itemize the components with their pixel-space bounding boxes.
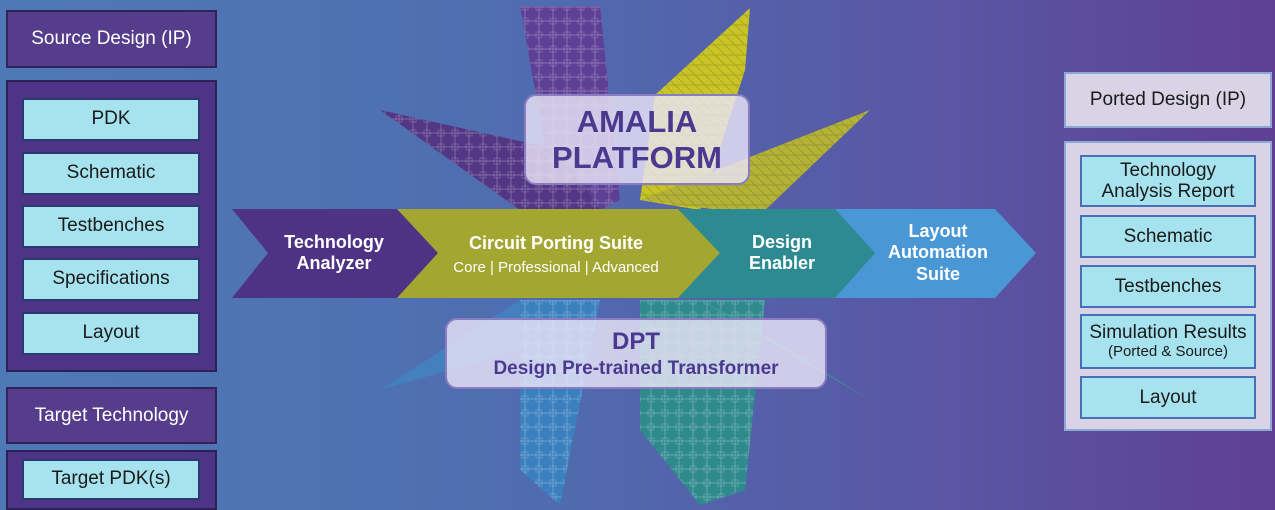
circuit-porting-arrow — [397, 209, 720, 298]
porting-tiers: Core | Professional | Advanced — [453, 259, 659, 277]
platform-line-1: AMALIA — [576, 104, 698, 140]
target-technology-header: Target Technology — [6, 387, 217, 444]
layout-auto-line-3: Suite — [915, 263, 960, 284]
layout-auto-line-1: Layout — [908, 221, 968, 242]
source-item-testbenches: Testbenches — [22, 205, 200, 248]
design-enabler-arrow — [678, 209, 875, 298]
target-pdk-item: Target PDK(s) — [22, 459, 200, 500]
sim-line-1: Simulation Results — [1089, 322, 1247, 344]
source-design-header: Source Design (IP) — [6, 10, 217, 68]
technology-analyzer-arrow — [232, 209, 438, 298]
dpt-title: DPT — [612, 327, 660, 355]
source-item-schematic: Schematic — [22, 152, 200, 195]
ported-item-simulation-results: Simulation Results (Ported & Source) — [1080, 314, 1256, 369]
ported-item-technology-analysis-report: Technology Analysis Report — [1080, 155, 1256, 207]
ported-design-header: Ported Design (IP) — [1064, 72, 1272, 128]
circuit-porting-label: Circuit Porting Suite Core | Professiona… — [420, 226, 692, 284]
sim-line-2: (Ported & Source) — [1107, 342, 1229, 360]
ported-item-layout: Layout — [1080, 376, 1256, 419]
technology-analyzer-label: Technology Analyzer — [268, 220, 400, 286]
source-item-pdk: PDK — [22, 98, 200, 141]
dpt-label: DPT Design Pre-trained Transformer — [445, 318, 827, 389]
amalia-platform-label: AMALIA PLATFORM — [524, 94, 750, 185]
analyzer-line-1: Technology — [284, 231, 384, 252]
ported-item-testbenches: Testbenches — [1080, 265, 1256, 308]
platform-line-2: PLATFORM — [552, 139, 722, 175]
layout-automation-arrow — [835, 209, 1036, 298]
design-enabler-label: Design Enabler — [718, 220, 846, 286]
source-item-specifications: Specifications — [22, 258, 200, 301]
porting-title: Circuit Porting Suite — [468, 233, 643, 254]
enabler-line-2: Enabler — [748, 253, 816, 273]
tar-line-1: Technology — [1119, 159, 1217, 181]
analyzer-line-2: Analyzer — [296, 253, 372, 273]
source-item-layout: Layout — [22, 312, 200, 355]
layout-auto-line-2: Automation — [888, 242, 988, 263]
ported-item-schematic: Schematic — [1080, 215, 1256, 258]
layout-automation-label: Layout Automation Suite — [868, 214, 1008, 292]
dpt-subtitle: Design Pre-trained Transformer — [493, 357, 779, 379]
enabler-line-1: Design — [751, 231, 812, 252]
tar-line-2: Analysis Report — [1101, 181, 1235, 202]
